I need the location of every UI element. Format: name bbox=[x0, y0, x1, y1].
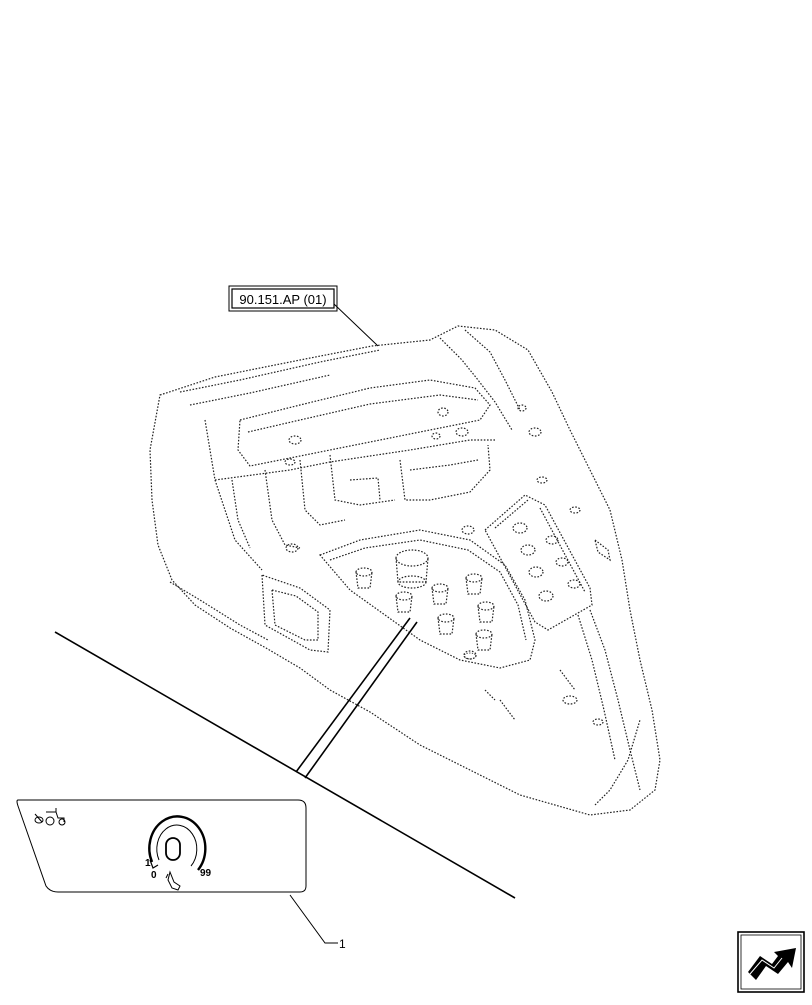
navigation-arrow-icon[interactable] bbox=[737, 931, 805, 993]
tractor-mower-icon bbox=[34, 808, 66, 826]
scale-min-1: 1 bbox=[145, 858, 151, 869]
scale-min-0: 0 bbox=[151, 870, 157, 881]
decal-detail: 1 0 99 bbox=[16, 799, 307, 893]
detail-leader-a bbox=[295, 617, 411, 773]
item-leader bbox=[289, 894, 338, 944]
scale-max: 99 bbox=[200, 868, 212, 879]
armrest-console bbox=[149, 325, 661, 816]
section-line bbox=[54, 631, 516, 899]
reference-box bbox=[231, 288, 335, 309]
dial-arc bbox=[148, 815, 207, 871]
reference-box-outer bbox=[228, 285, 338, 312]
dial-indicator bbox=[148, 815, 207, 871]
dial-slot bbox=[165, 837, 181, 861]
hinge-block bbox=[484, 494, 593, 631]
reference-leader bbox=[333, 303, 379, 347]
leader-lines bbox=[54, 303, 516, 944]
item-number: 1 bbox=[339, 937, 346, 951]
reference-callout: 90.151.AP (01) bbox=[228, 285, 338, 312]
reference-label: 90.151.AP (01) bbox=[239, 292, 326, 307]
detail-leader-b bbox=[304, 621, 418, 779]
decal-plate bbox=[16, 799, 307, 893]
control-knobs bbox=[355, 549, 495, 660]
hand-lever-icon bbox=[165, 870, 190, 893]
